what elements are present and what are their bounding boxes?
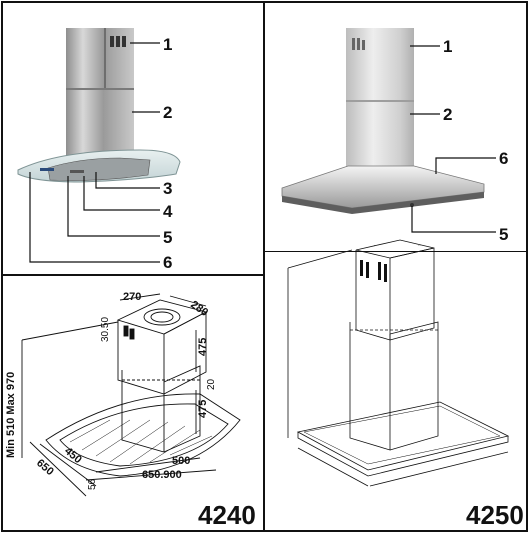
callout-4240-6: 6 — [163, 253, 172, 272]
callout-4250-2: 2 — [443, 105, 452, 124]
callout-4250-5: 5 — [499, 225, 508, 244]
tech-drawing-4250 — [287, 239, 510, 487]
callout-4240-5: 5 — [163, 228, 172, 247]
right-panel-divider — [265, 251, 526, 252]
tech-drawing-4240 — [21, 293, 241, 497]
vent-slots-4250 — [352, 38, 365, 50]
dim-upper-height: 475 — [197, 338, 209, 356]
model-label-4240: 4240 — [198, 500, 256, 530]
dim-glass-thickness: 56 — [87, 478, 98, 490]
tiny-dim-labels-4250: --- --- — [374, 242, 423, 247]
dim-base-width-a: 500 — [172, 455, 190, 467]
right-panel-frame — [263, 1, 528, 532]
vent-slots-4240 — [110, 36, 126, 47]
svg-text:---: --- — [418, 242, 423, 247]
svg-text:---: --- — [374, 242, 379, 247]
dim-total-height: Min 510 Max 970 — [5, 372, 17, 458]
dim-lower-height: 475 — [197, 400, 209, 418]
callout-4250-6: 6 — [499, 149, 508, 168]
callout-4240-3: 3 — [163, 179, 172, 198]
callout-4250-1: 1 — [443, 37, 452, 56]
hood-4240-photo — [17, 28, 181, 183]
callout-4240-2: 2 — [163, 103, 172, 122]
model-label-4250: 4250 — [466, 500, 524, 530]
left-panel-divider — [2, 274, 263, 276]
dim-vent-offset: 30.50 — [100, 317, 111, 342]
dim-overlap: 20 — [206, 378, 217, 390]
dim-base-width-b: 650.900 — [142, 469, 182, 481]
dim-base-depth-b: 650 — [34, 457, 56, 478]
hood-4250-photo — [281, 28, 485, 214]
callout-4240-1: 1 — [163, 35, 172, 54]
dim-top-width: 270 — [123, 291, 141, 303]
callout-4240-4: 4 — [163, 202, 173, 221]
callout-lines-4250 — [410, 45, 496, 233]
callout-lines-4240 — [29, 42, 160, 263]
